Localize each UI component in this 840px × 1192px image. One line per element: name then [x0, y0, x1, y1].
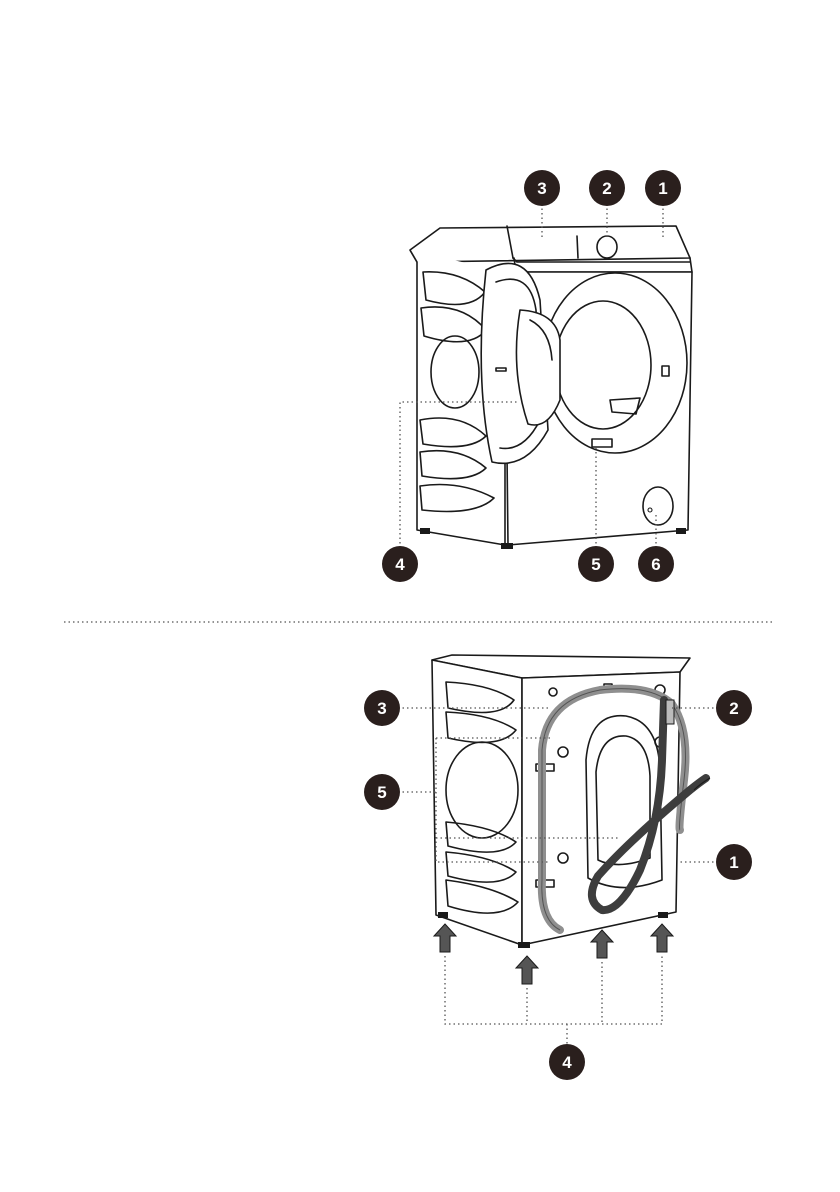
callout-label: 5: [591, 555, 600, 574]
front-callout-5: 5: [578, 546, 614, 582]
front-callout-6: 6: [638, 546, 674, 582]
callout-label: 2: [602, 179, 611, 198]
rear-foot-center: [518, 942, 530, 948]
callout-label: 4: [562, 1053, 572, 1072]
front-foot-left: [420, 528, 430, 534]
front-view-machine: [410, 226, 692, 549]
front-top-panel: [410, 226, 690, 262]
rear-callout-5: 5: [364, 774, 400, 810]
door-glass: [516, 310, 560, 425]
program-knob-icon: [597, 236, 617, 258]
front-foot-center: [501, 543, 513, 549]
arrow-up-icon: [516, 956, 538, 984]
callout-label: 5: [377, 783, 386, 802]
front-panel-divider: [577, 236, 578, 258]
transport-bracket: [666, 700, 674, 724]
front-callout-4: 4: [382, 546, 418, 582]
callout-label: 3: [377, 699, 386, 718]
arrow-up-icon: [651, 924, 673, 952]
callout-label: 1: [729, 853, 738, 872]
rear-foot-right: [658, 912, 668, 918]
arrow-up-icon: [591, 930, 613, 958]
front-callout-2: 2: [589, 170, 625, 206]
rear-callout-1: 1: [716, 844, 752, 880]
callout-label: 1: [658, 179, 667, 198]
front-callout-1: 1: [645, 170, 681, 206]
drain-filter-cover: [643, 487, 673, 525]
rear-callout-4: 4: [549, 1044, 585, 1080]
rear-callout-3: 3: [364, 690, 400, 726]
rear-view-machine: [432, 655, 710, 948]
rear-callout-2: 2: [716, 690, 752, 726]
callout-label: 3: [537, 179, 546, 198]
front-foot-right: [676, 528, 686, 534]
front-callout-3: 3: [524, 170, 560, 206]
callout-label: 2: [729, 699, 738, 718]
callout-label: 6: [651, 555, 660, 574]
arrow-up-icon: [434, 924, 456, 952]
callout-label: 4: [395, 555, 405, 574]
rear-foot-left: [438, 912, 448, 918]
rear-side-panel: [432, 660, 522, 945]
